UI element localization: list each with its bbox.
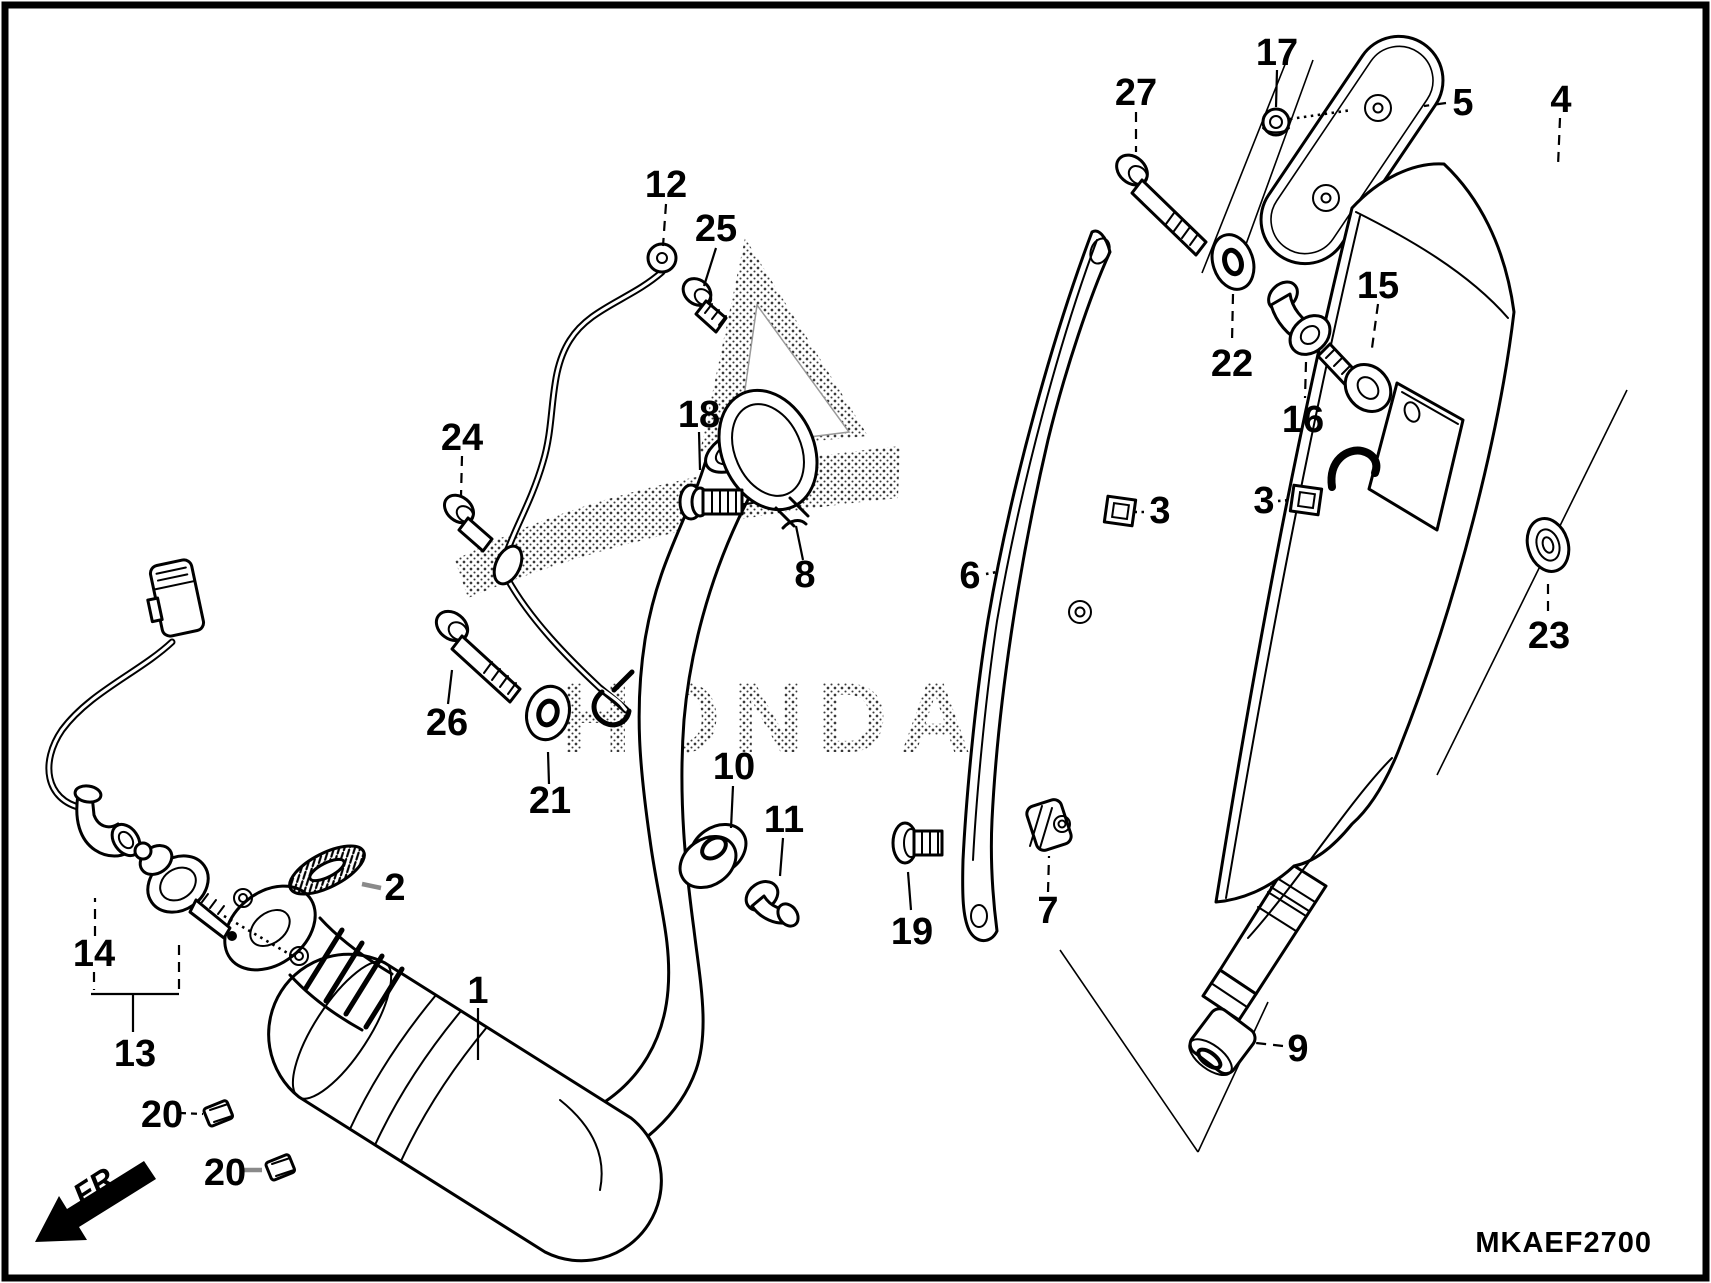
part-callout-8: 8 (794, 554, 815, 596)
bolt-24 (443, 493, 494, 553)
flange-nut-23 (1525, 517, 1571, 573)
cable-hook-clamp (591, 669, 635, 728)
bolt-25 (681, 277, 728, 334)
part-callout-17: 17 (1256, 32, 1298, 74)
clip-nut-20b (264, 1153, 297, 1182)
collar-11 (744, 880, 800, 928)
oxygen-sensor-left-drawing (45, 558, 237, 941)
part-callout-13: 13 (114, 1033, 156, 1075)
part-callout-11: 11 (764, 799, 804, 841)
bolt-15 (1316, 342, 1393, 413)
part-callout-23: 23 (1528, 615, 1570, 657)
part-callout-10: 10 (713, 746, 755, 788)
part-callout-20b: 20 (204, 1152, 246, 1194)
rubber-mount-7 (1025, 798, 1073, 852)
part-callout-6: 6 (959, 555, 980, 597)
washer-21 (525, 684, 571, 742)
part-callout-2: 2 (384, 867, 405, 909)
part-callout-27: 27 (1115, 72, 1157, 114)
part-callout-18: 18 (678, 394, 720, 436)
gasket-drawing (288, 844, 366, 896)
exhaust-pipe-catalytic-converter-drawing (223, 426, 770, 1263)
muffler-protector-drawing (1259, 34, 1445, 266)
bolt-18 (678, 483, 744, 521)
part-callout-9: 9 (1287, 1028, 1308, 1070)
part-callout-24: 24 (441, 417, 483, 459)
clip-nut-20a (202, 1099, 235, 1128)
square-nut-3-left (1102, 494, 1138, 528)
diagram-code: MKAEF2700 (1475, 1227, 1652, 1259)
part-callout-5: 5 (1452, 82, 1473, 124)
part-callout-1: 1 (467, 970, 488, 1012)
part-callout-26: 26 (426, 702, 468, 744)
part-callout-22: 22 (1211, 343, 1253, 385)
part-callout-25: 25 (695, 208, 737, 250)
collar-16 (1267, 280, 1332, 356)
part-callout-20a: 20 (141, 1094, 183, 1136)
muffler-hook (1327, 446, 1381, 491)
rubber-cap-9 (1188, 1007, 1257, 1077)
part-callout-15: 15 (1357, 265, 1399, 307)
part-callout-19: 19 (891, 911, 933, 953)
part-callout-3b: 3 (1253, 480, 1274, 522)
cable-clamp (492, 544, 524, 586)
sensor-connector (146, 558, 206, 638)
bolt-26 (434, 609, 522, 704)
muffler-drawing (1201, 162, 1516, 1022)
washer-22 (1210, 233, 1256, 291)
part-callouts: 1 2 3 3 4 5 6 7 8 9 10 11 12 13 14 15 16… (73, 32, 1572, 1194)
grommet-10 (678, 822, 748, 890)
leader-lines (91, 69, 1562, 1173)
bolt-19 (891, 821, 944, 865)
part-callout-21: 21 (529, 780, 571, 822)
part-callout-14: 14 (73, 933, 115, 975)
fr-direction-arrow: FR. (35, 1156, 156, 1242)
bolt-27 (1115, 153, 1208, 257)
square-nut-3-right (1288, 483, 1324, 517)
oxygen-sensor-top-drawing (492, 242, 678, 728)
pipe-clamp-drawing (717, 388, 819, 530)
nut-17 (1261, 107, 1291, 137)
part-callout-12: 12 (645, 164, 687, 206)
part-callout-4: 4 (1550, 79, 1571, 121)
part-callout-7: 7 (1037, 890, 1058, 932)
part-callout-3a: 3 (1149, 490, 1170, 532)
muffler-bracket-plate (1367, 381, 1465, 532)
muffler-stay-drawing (961, 229, 1112, 943)
part-callout-16: 16 (1282, 399, 1324, 441)
